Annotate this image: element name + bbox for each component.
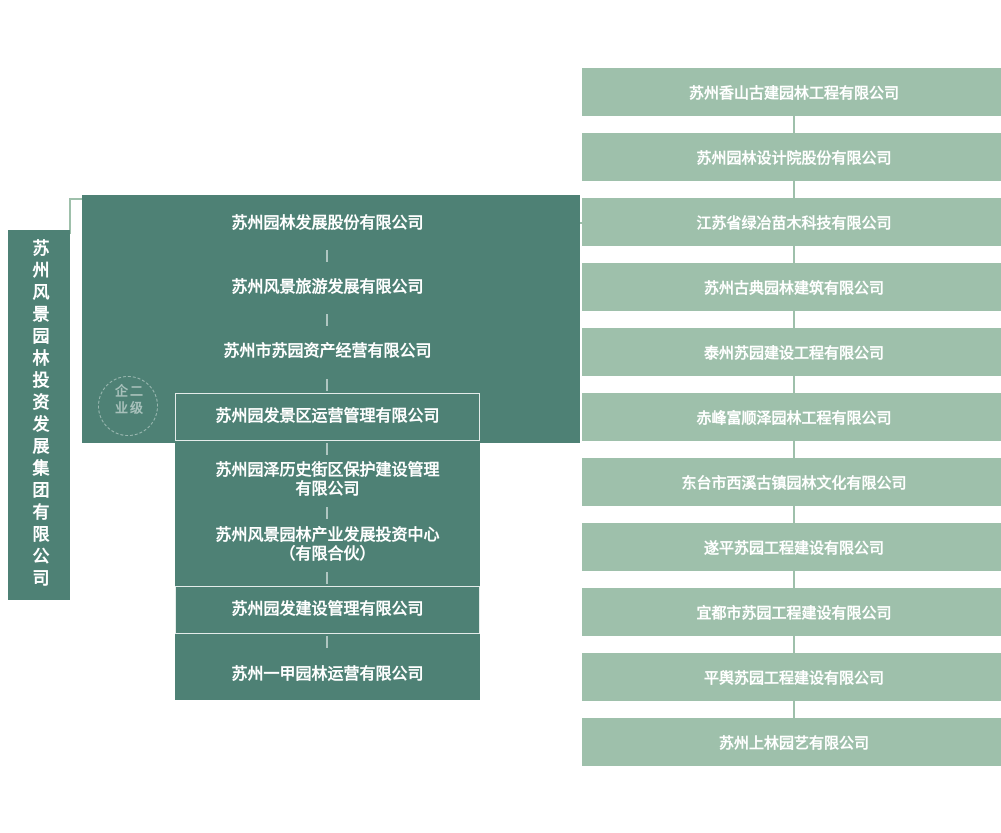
- tier3-item-label: 赤峰富顺泽园林工程有限公司: [696, 409, 892, 427]
- tier2-watermark-circle: 二级企业: [98, 376, 158, 436]
- tier3-item-0: 苏州香山古建园林工程有限公司: [582, 68, 1001, 116]
- tier3-item-5: 赤峰富顺泽园林工程有限公司: [582, 393, 1001, 441]
- tier2-item-6: 苏州园发建设管理有限公司: [175, 586, 480, 634]
- tier3-item-label: 宜都市苏园工程建设有限公司: [696, 604, 892, 622]
- tier3-item-4: 泰州苏园建设工程有限公司: [582, 328, 1001, 376]
- connector-tier2-dash-3: [326, 443, 328, 455]
- connector-tier2-dash-1: [326, 314, 328, 326]
- tier3-item-label: 平舆苏园工程建设有限公司: [703, 669, 884, 687]
- tier2-panel-lower: [175, 443, 480, 700]
- connector-root-horizontal: [69, 198, 84, 200]
- tier3-item-7: 遂平苏园工程建设有限公司: [582, 523, 1001, 571]
- root-company-name: 苏州风景园林投资发展集团有限公司: [29, 239, 49, 591]
- tier3-item-6: 东台市西溪古镇园林文化有限公司: [582, 458, 1001, 506]
- connector-tier2-tier3: [576, 222, 586, 224]
- tier3-item-label: 苏州园林设计院股份有限公司: [696, 149, 892, 167]
- tier3-item-label: 苏州香山古建园林工程有限公司: [688, 84, 899, 102]
- tier3-column: 苏州香山古建园林工程有限公司 苏州园林设计院股份有限公司 江苏省绿冶苗木科技有限…: [582, 68, 1001, 783]
- tier3-item-label: 苏州上林园艺有限公司: [718, 734, 869, 752]
- tier3-item-label: 江苏省绿冶苗木科技有限公司: [696, 214, 892, 232]
- tier3-item-9: 平舆苏园工程建设有限公司: [582, 653, 1001, 701]
- tier3-item-1: 苏州园林设计院股份有限公司: [582, 133, 1001, 181]
- tier3-item-3: 苏州古典园林建筑有限公司: [582, 263, 1001, 311]
- connector-tier2-dash-4: [326, 507, 328, 519]
- tier2-item-4: 苏州园泽历史街区保护建设管理 有限公司: [215, 462, 440, 498]
- tier3-item-8: 宜都市苏园工程建设有限公司: [582, 588, 1001, 636]
- tier3-item-2: 江苏省绿冶苗木科技有限公司: [582, 198, 1001, 246]
- tier3-item-10: 苏州上林园艺有限公司: [582, 718, 1001, 766]
- tier2-item-1: 苏州风景旅游发展有限公司: [231, 278, 424, 296]
- connector-tier2-dash-0: [326, 250, 328, 262]
- tier2-item-5: 苏州风景园林产业发展投资中心 （有限合伙）: [215, 527, 440, 563]
- tier3-item-label: 苏州古典园林建筑有限公司: [703, 279, 884, 297]
- connector-tier2-dash-2: [326, 379, 328, 391]
- connector-tier2-dash-5: [326, 572, 328, 584]
- tier2-watermark-label: 二级企业: [113, 384, 143, 418]
- tier3-item-label: 遂平苏园工程建设有限公司: [703, 539, 884, 557]
- connector-tier2-dash-6: [326, 636, 328, 648]
- connector-root-vertical: [69, 198, 71, 234]
- tier2-item-2: 苏州市苏园资产经营有限公司: [223, 342, 432, 360]
- tier3-item-label: 泰州苏园建设工程有限公司: [703, 344, 884, 362]
- tier3-item-label: 东台市西溪古镇园林文化有限公司: [681, 474, 907, 492]
- tier2-item-7: 苏州一甲园林运营有限公司: [231, 665, 424, 683]
- tier2-panel-upper: [82, 195, 580, 443]
- root-company-box: 苏州风景园林投资发展集团有限公司: [8, 230, 70, 600]
- tier2-item-3: 苏州园发景区运营管理有限公司: [175, 393, 480, 441]
- tier2-item-0: 苏州园林发展股份有限公司: [231, 214, 424, 232]
